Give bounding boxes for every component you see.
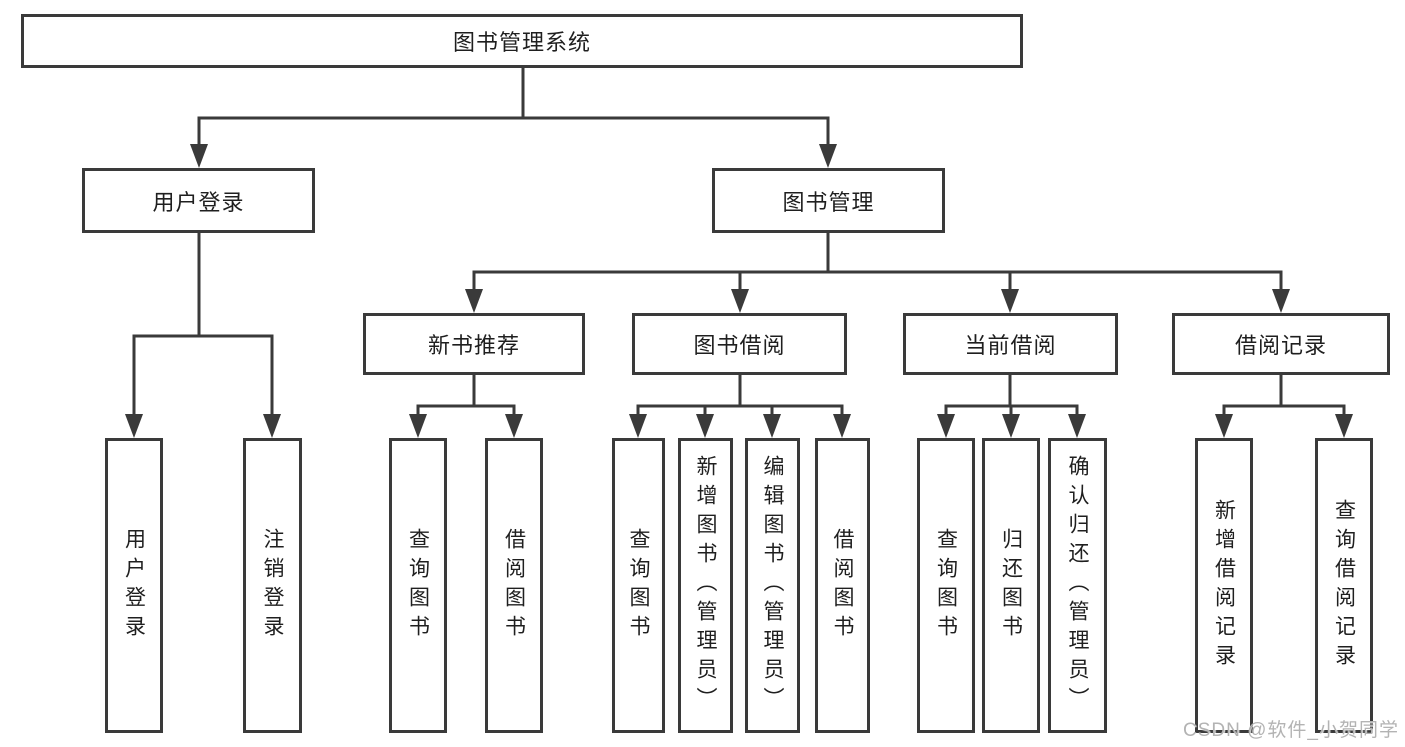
arrowhead-down-icon <box>833 414 851 438</box>
arrowhead-down-icon <box>1335 414 1353 438</box>
arrowhead-down-icon <box>125 414 143 438</box>
node-return-book: 归还图书 <box>982 438 1040 733</box>
node-query-books-2: 查询图书 <box>612 438 665 733</box>
arrowhead-down-icon <box>505 414 523 438</box>
arrowhead-down-icon <box>731 289 749 313</box>
node-new-book-recommend: 新书推荐 <box>363 313 585 375</box>
node-book-management: 图书管理 <box>712 168 945 233</box>
arrowhead-down-icon <box>696 414 714 438</box>
node-confirm-return-admin: 确认归还（管理员） <box>1048 438 1107 733</box>
node-user-login: 用户登录 <box>82 168 315 233</box>
node-book-borrow: 图书借阅 <box>632 313 847 375</box>
node-current-borrow: 当前借阅 <box>903 313 1118 375</box>
arrowhead-down-icon <box>819 144 837 168</box>
arrowhead-down-icon <box>1001 289 1019 313</box>
arrowhead-down-icon <box>937 414 955 438</box>
arrowhead-down-icon <box>1272 289 1290 313</box>
node-borrow-books-1: 借阅图书 <box>485 438 543 733</box>
arrowhead-down-icon <box>1215 414 1233 438</box>
arrowhead-down-icon <box>409 414 427 438</box>
node-query-borrow-record: 查询借阅记录 <box>1315 438 1373 733</box>
arrowhead-down-icon <box>629 414 647 438</box>
arrowhead-down-icon <box>1002 414 1020 438</box>
node-add-borrow-record: 新增借阅记录 <box>1195 438 1253 733</box>
node-logout-action: 注销登录 <box>243 438 302 733</box>
csdn-watermark: CSDN @软件_小贺同学 <box>1183 720 1399 741</box>
arrowhead-down-icon <box>1068 414 1086 438</box>
node-user-login-action: 用户登录 <box>105 438 163 733</box>
arrowhead-down-icon <box>263 414 281 438</box>
node-borrow-record: 借阅记录 <box>1172 313 1390 375</box>
node-root-library-system: 图书管理系统 <box>21 14 1023 68</box>
arrowhead-down-icon <box>190 144 208 168</box>
arrowhead-down-icon <box>763 414 781 438</box>
node-query-books-3: 查询图书 <box>917 438 975 733</box>
node-add-book-admin: 新增图书（管理员） <box>678 438 733 733</box>
node-borrow-books-2: 借阅图书 <box>815 438 870 733</box>
node-query-books-1: 查询图书 <box>389 438 447 733</box>
arrowhead-down-icon <box>465 289 483 313</box>
node-edit-book-admin: 编辑图书（管理员） <box>745 438 800 733</box>
